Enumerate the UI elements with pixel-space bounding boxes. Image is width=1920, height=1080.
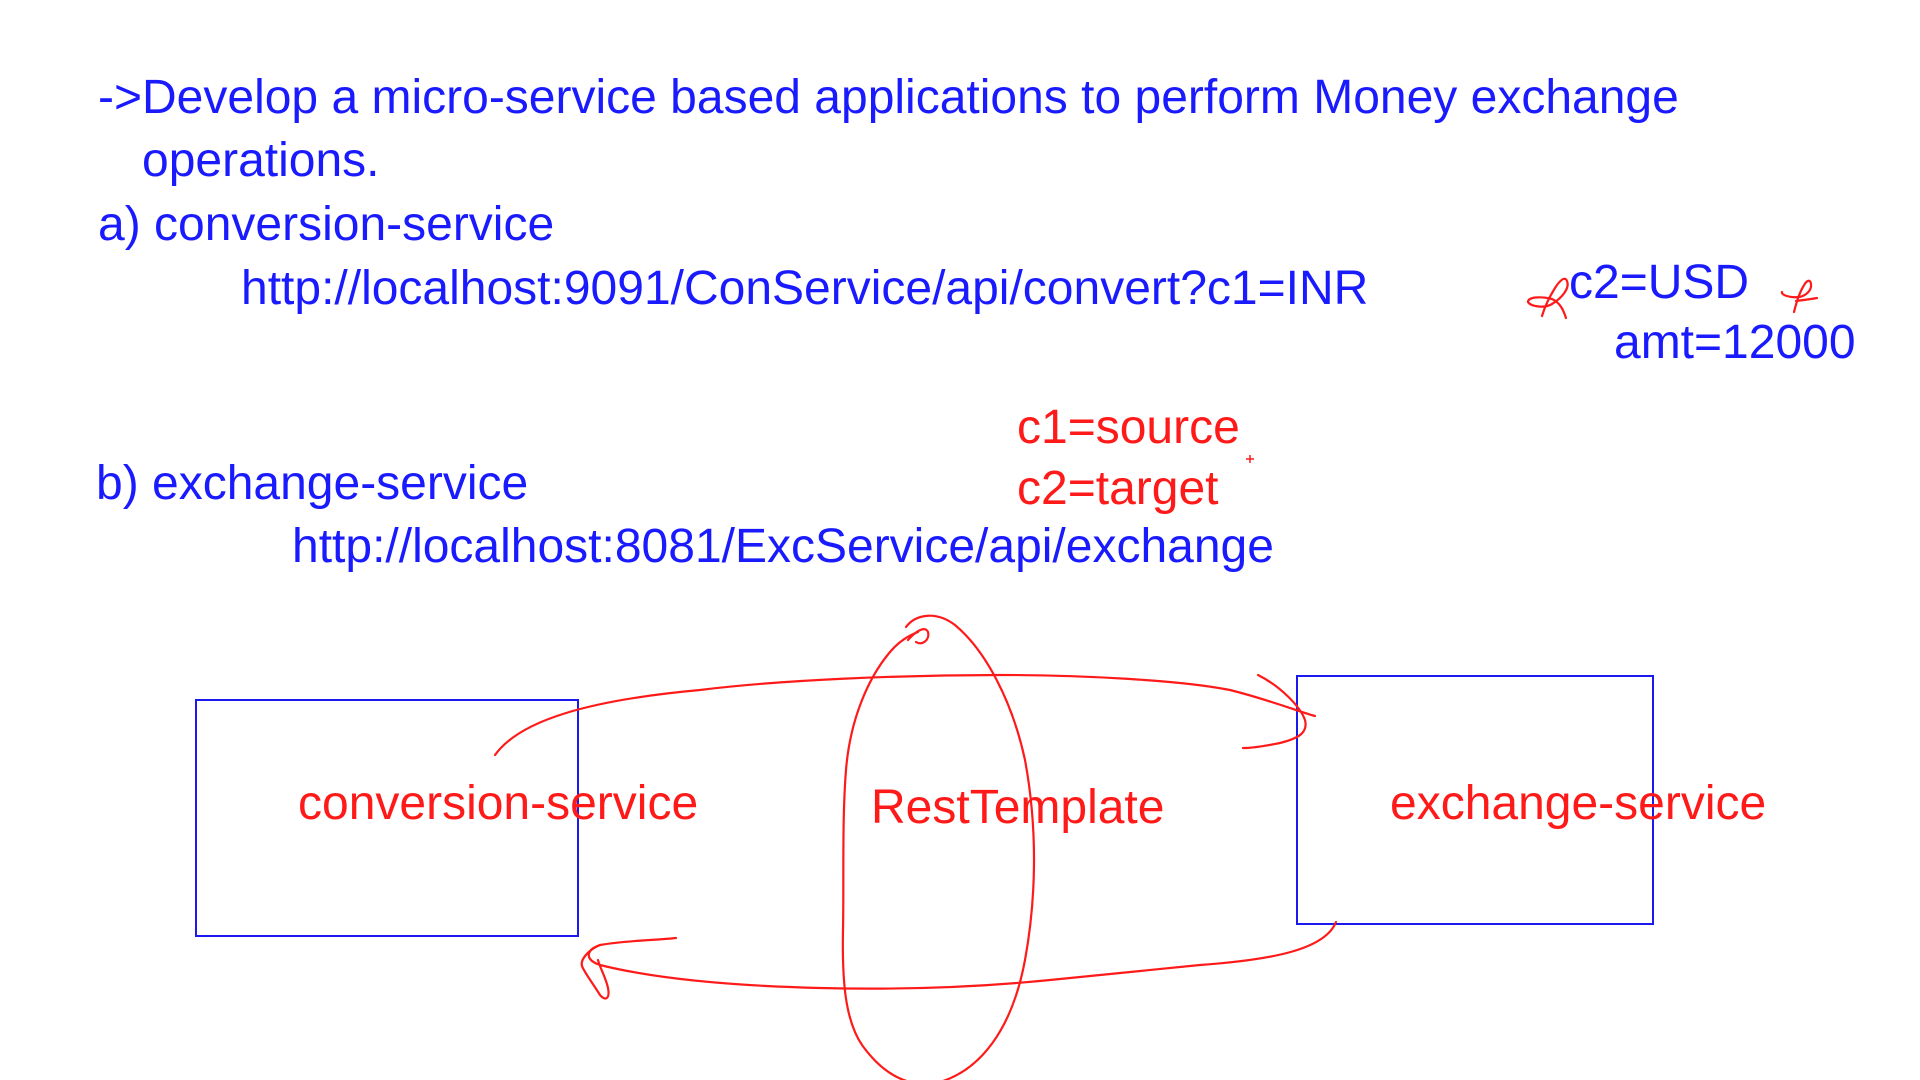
resttemplate-label: RestTemplate	[871, 781, 1165, 834]
conversion-service-box	[195, 699, 579, 937]
conversion-service-label: conversion-service	[298, 777, 699, 830]
param-note-c2: c2=target	[1017, 462, 1219, 515]
resttemplate-loop-tick	[906, 628, 930, 645]
ampersand-1	[1526, 277, 1569, 320]
ampersand-2	[1780, 279, 1819, 314]
param-note-c1: c1=source	[1017, 401, 1240, 454]
conversion-service-url: http://localhost:9091/ConService/api/con…	[241, 262, 1369, 315]
response-arrow-head	[580, 943, 610, 1000]
intro-line-2: operations.	[142, 134, 380, 187]
exchange-service-label: exchange-service	[1390, 777, 1767, 830]
conversion-url-param-amt: amt=12000	[1614, 316, 1856, 369]
plus-mark	[1246, 455, 1254, 463]
section-a-heading: a) conversion-service	[98, 198, 555, 251]
resttemplate-loop	[841, 614, 1036, 1080]
section-b-heading: b) exchange-service	[96, 457, 529, 510]
exchange-service-box	[1296, 675, 1654, 925]
exchange-service-url: http://localhost:8081/ExcService/api/exc…	[292, 520, 1274, 573]
response-arrow-line	[587, 920, 1338, 990]
intro-line-1: ->Develop a micro-service based applicat…	[98, 71, 1679, 124]
request-arrow-line	[493, 673, 1317, 757]
request-arrow-head	[1241, 673, 1307, 750]
conversion-url-param-c2: c2=USD	[1569, 256, 1750, 309]
